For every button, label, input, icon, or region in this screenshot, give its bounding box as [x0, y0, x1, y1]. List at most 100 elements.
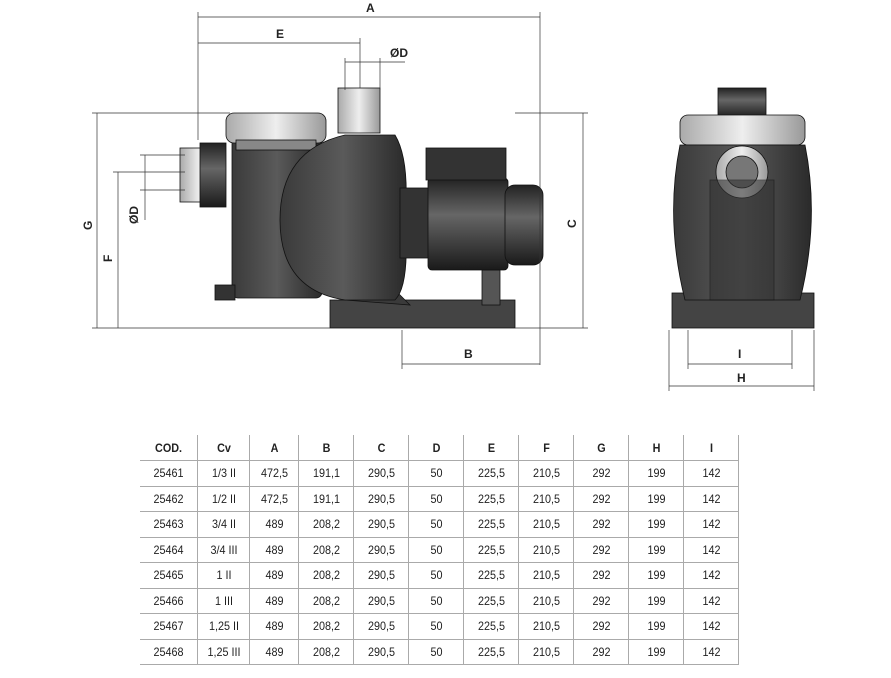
table-cell: 50	[411, 460, 462, 487]
table-cell: 225,5	[466, 613, 517, 640]
table-cell: 50	[411, 537, 462, 563]
column-header: G	[576, 435, 627, 461]
table-cell: 1/2 II	[200, 486, 248, 512]
table-cell: 199	[631, 486, 682, 512]
dim-label-h: H	[737, 371, 746, 385]
table-cell: 199	[631, 460, 682, 487]
table-cell: 142	[686, 639, 737, 665]
table-cell: 210,5	[521, 486, 572, 512]
dimension-lines	[92, 12, 815, 391]
table-cell: 199	[631, 537, 682, 563]
table-cell: 210,5	[521, 588, 572, 614]
table-cell: 1,25 III	[200, 639, 248, 665]
side-view	[179, 87, 544, 329]
table-cell: 142	[686, 588, 737, 614]
dim-label-g: G	[81, 221, 95, 230]
table-cell: 210,5	[521, 460, 572, 487]
table-cell: 142	[686, 537, 737, 563]
column-header: F	[521, 435, 572, 461]
table-cell: 489	[251, 613, 297, 640]
table-cell: 489	[251, 511, 297, 538]
table-cell: 3/4 III	[200, 537, 248, 563]
table-cell: 292	[576, 460, 627, 487]
table-cell: 225,5	[466, 562, 517, 589]
table-cell: 225,5	[466, 588, 517, 614]
table-cell: 191,1	[301, 460, 352, 487]
table-cell: 25467	[142, 613, 196, 640]
column-header: Cv	[200, 435, 248, 461]
table-cell: 199	[631, 511, 682, 538]
table-cell: 208,2	[301, 588, 352, 614]
dim-label-e: E	[276, 27, 284, 41]
table-cell: 50	[411, 562, 462, 589]
dim-label-d-inlet: ØD	[127, 206, 141, 224]
column-header: I	[686, 435, 737, 461]
column-header: D	[411, 435, 462, 461]
table-cell: 210,5	[521, 562, 572, 589]
table-cell: 142	[686, 613, 737, 640]
dim-label-f: F	[101, 255, 115, 262]
table-cell: 50	[411, 486, 462, 512]
table-cell: 25462	[142, 486, 196, 512]
table-cell: 199	[631, 613, 682, 640]
table-cell: 290,5	[356, 511, 407, 538]
dim-label-i: I	[738, 347, 741, 361]
table-cell: 472,5	[251, 486, 297, 512]
dim-label-b: B	[464, 347, 473, 361]
table-cell: 225,5	[466, 639, 517, 665]
table-cell: 1,25 II	[200, 613, 248, 640]
column-header: C	[356, 435, 407, 461]
table-cell: 210,5	[521, 613, 572, 640]
table-cell: 25464	[142, 537, 196, 563]
table-cell: 142	[686, 511, 737, 538]
column-header: H	[631, 435, 682, 461]
table-cell: 208,2	[301, 639, 352, 665]
table-cell: 25461	[142, 460, 196, 487]
table-cell: 25466	[142, 588, 196, 614]
table-cell: 292	[576, 613, 627, 640]
table-cell: 489	[251, 588, 297, 614]
column-header: B	[301, 435, 352, 461]
table-cell: 142	[686, 460, 737, 487]
front-view	[671, 87, 815, 329]
column-header: COD.	[142, 435, 196, 461]
table-cell: 191,1	[301, 486, 352, 512]
dim-label-c: C	[565, 219, 579, 228]
table-cell: 208,2	[301, 511, 352, 538]
table-cell: 292	[576, 537, 627, 563]
table-cell: 225,5	[466, 460, 517, 487]
table-cell: 208,2	[301, 537, 352, 563]
table-cell: 290,5	[356, 562, 407, 589]
table-cell: 290,5	[356, 460, 407, 487]
table-cell: 25465	[142, 562, 196, 589]
table-cell: 489	[251, 639, 297, 665]
table-cell: 210,5	[521, 511, 572, 538]
table-cell: 142	[686, 486, 737, 512]
table-cell: 210,5	[521, 639, 572, 665]
column-header: A	[251, 435, 297, 461]
table-cell: 1 III	[200, 588, 248, 614]
table-cell: 199	[631, 562, 682, 589]
table-cell: 290,5	[356, 537, 407, 563]
table-cell: 292	[576, 562, 627, 589]
table-cell: 292	[576, 588, 627, 614]
table-cell: 199	[631, 639, 682, 665]
table-cell: 50	[411, 613, 462, 640]
table-cell: 225,5	[466, 537, 517, 563]
table-cell: 292	[576, 486, 627, 512]
table-cell: 142	[686, 562, 737, 589]
table-cell: 25468	[142, 639, 196, 665]
table-cell: 292	[576, 639, 627, 665]
table-cell: 50	[411, 639, 462, 665]
dim-label-d-outlet: ØD	[390, 46, 408, 60]
table-cell: 292	[576, 511, 627, 538]
table-cell: 208,2	[301, 562, 352, 589]
